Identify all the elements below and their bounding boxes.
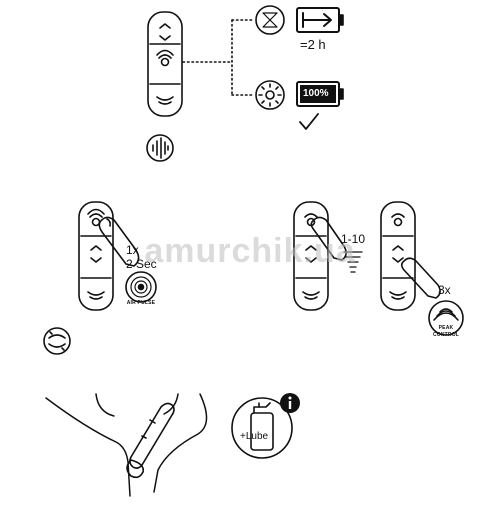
vulva-outline bbox=[126, 459, 145, 479]
device-front-step1 bbox=[147, 11, 183, 117]
finger-press-icon bbox=[400, 257, 441, 299]
indicator-connector bbox=[182, 19, 255, 96]
peak-control-icon bbox=[428, 300, 464, 336]
lube-label: +Lube bbox=[240, 431, 269, 442]
press-count-label: 1x bbox=[126, 243, 139, 257]
wash-hands-icon bbox=[43, 327, 71, 355]
finger-press-icon bbox=[98, 216, 140, 267]
level-range-label: 1-10 bbox=[341, 232, 366, 246]
battery-charging-icon bbox=[296, 7, 344, 33]
device-front-step2 bbox=[78, 201, 114, 311]
device-front-step3a bbox=[293, 201, 329, 311]
lube-bottle-icon bbox=[231, 397, 293, 459]
timer-label: =2 h bbox=[300, 37, 326, 52]
peak-label-line2: CONTROL bbox=[432, 332, 460, 338]
sound-wave-icon bbox=[146, 134, 174, 162]
peak-press-count-label: 3x bbox=[438, 283, 451, 297]
air-pulse-icon bbox=[125, 271, 157, 303]
watermark: amurchik.ua bbox=[144, 232, 356, 270]
press-duration-label: 2 Sec bbox=[126, 257, 157, 271]
battery-full-label: 100% bbox=[303, 88, 329, 99]
body-outline bbox=[45, 393, 208, 497]
sun-light-icon bbox=[255, 80, 285, 110]
device-front-step3b bbox=[380, 201, 416, 311]
air-pulse-label: AIR PULSE bbox=[126, 300, 156, 306]
intensity-level-icon bbox=[343, 251, 363, 273]
battery-full-icon bbox=[296, 81, 344, 107]
finger-press-icon bbox=[310, 216, 347, 261]
peak-label-line1: PEAK bbox=[438, 325, 454, 331]
hourglass-icon bbox=[255, 5, 285, 35]
checkmark-icon bbox=[299, 113, 319, 130]
device-in-use bbox=[129, 402, 175, 469]
info-icon bbox=[280, 393, 300, 413]
